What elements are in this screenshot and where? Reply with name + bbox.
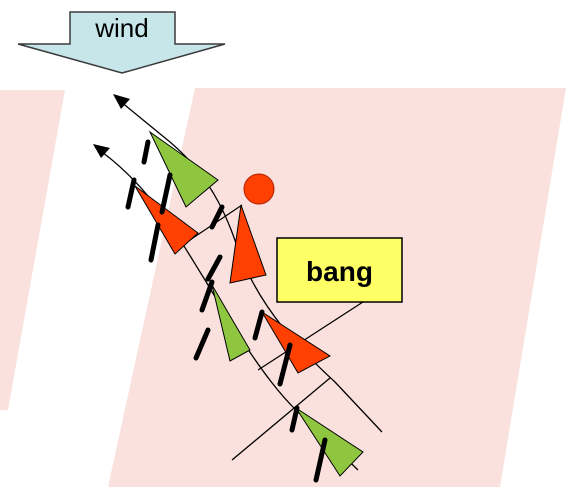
boat-icon-green-2 [211,284,251,362]
track-windward [94,146,359,471]
cross-line-lower [231,377,331,461]
boat-icon-red-1 [134,185,199,255]
arrowhead-windward [93,144,110,158]
cross-line-upper [257,299,367,371]
boat-icon-green-1 [148,130,219,208]
arrowhead-leeward [113,94,130,109]
watermark-stroke-left [0,90,65,410]
boat-icon-green-3 [295,407,364,477]
bang-box [276,237,403,303]
bang-label: bang [306,256,373,287]
boat-icon-red-2 [229,204,267,284]
wind-label: wind [94,13,148,43]
boat-icon-red-3 [261,311,331,374]
bang-callout: bang [276,237,403,303]
boats [134,130,364,477]
crew-marks [125,139,328,483]
wind-arrow-icon: wind [17,11,226,74]
mark-buoy-icon [243,173,275,205]
